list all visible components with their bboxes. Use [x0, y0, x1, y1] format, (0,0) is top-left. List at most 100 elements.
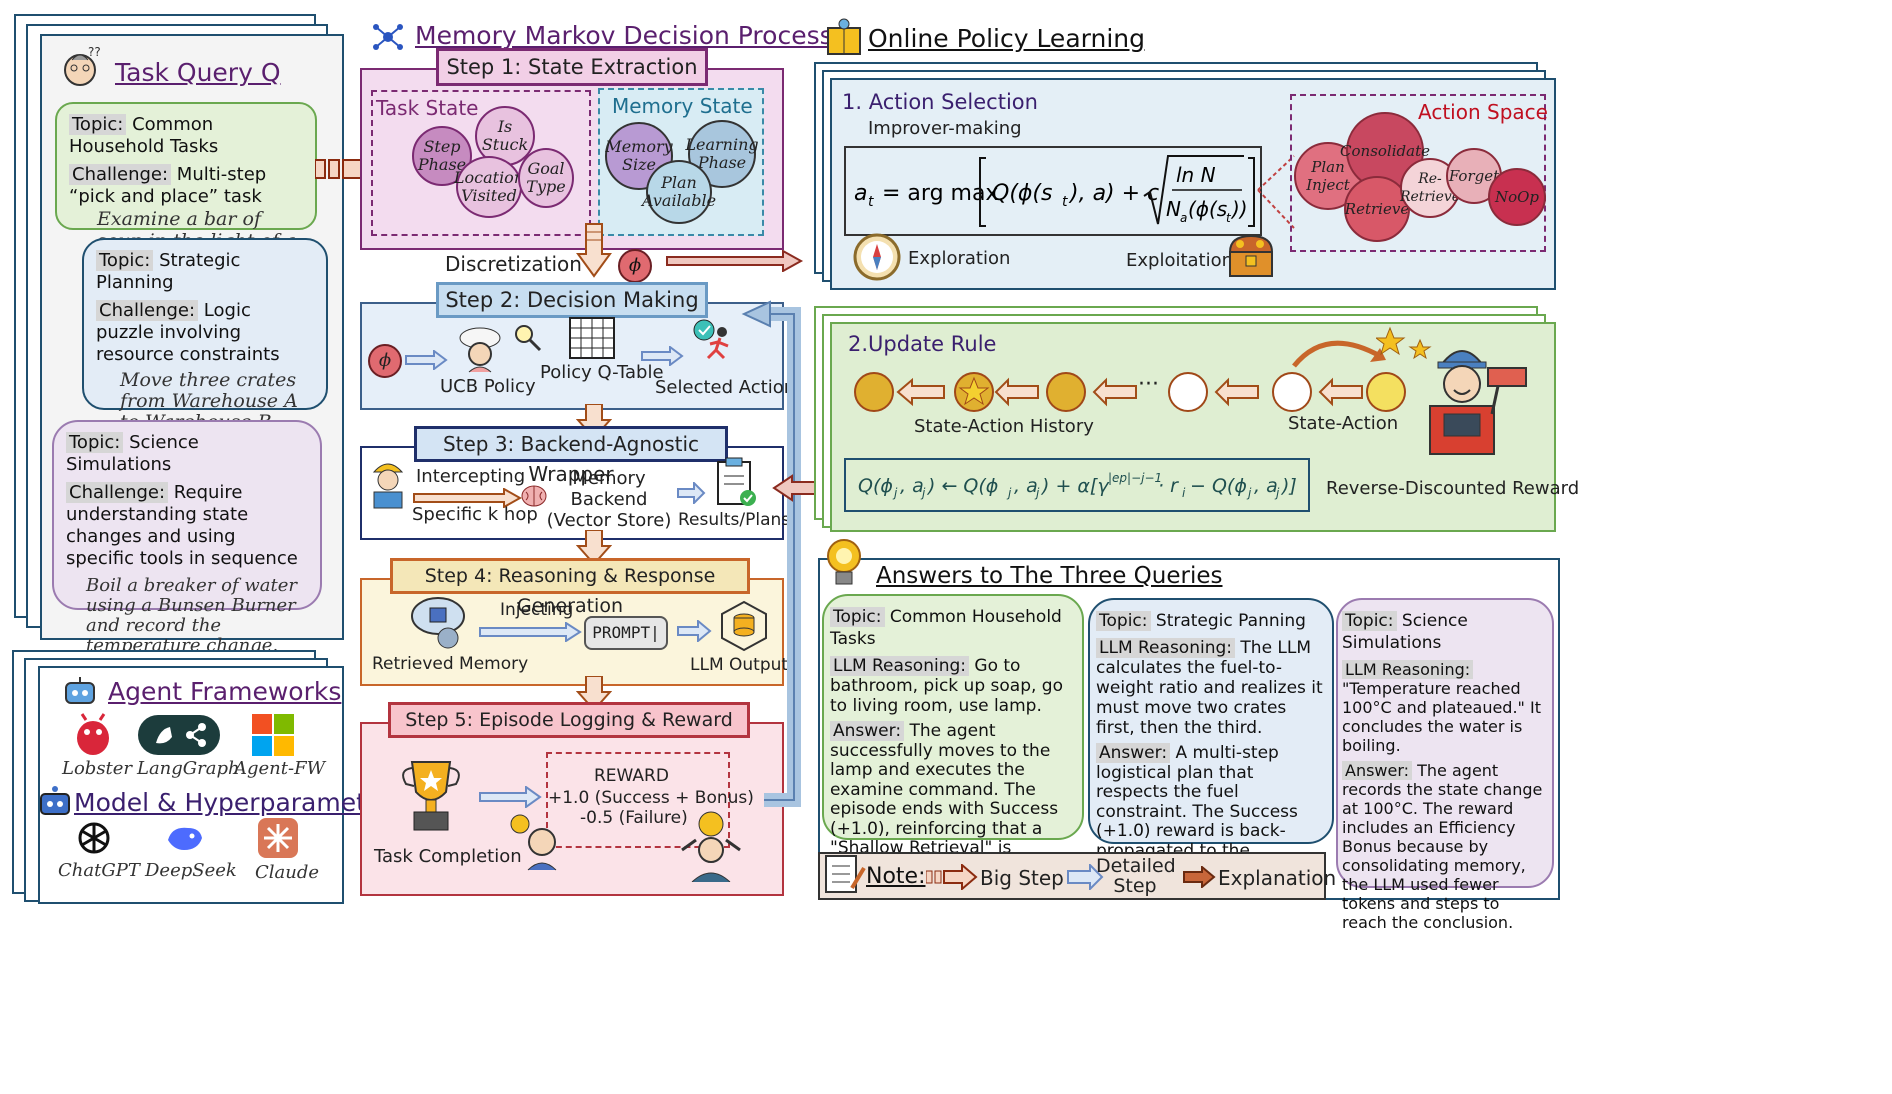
frameworks-panel: [38, 666, 344, 904]
state-action-chain: [850, 360, 1420, 420]
topic-text: Strategic Panning: [1155, 611, 1306, 631]
step1-title: Step 1: State Extraction: [436, 48, 708, 86]
task-state-label: Task State: [376, 96, 479, 120]
running-person-icon: [690, 318, 738, 366]
reward-failure: -0.5 (Failure): [580, 808, 688, 828]
circle-goal-type: Goal Type: [518, 148, 574, 208]
agent-fw-icon: [252, 714, 294, 756]
reasoning-text: Go to bathroom, pick up soap, go to livi…: [830, 656, 1063, 716]
svg-text:t: t: [868, 194, 874, 210]
svg-text:− Q(ϕ: − Q(ϕ: [1190, 475, 1247, 497]
book-icon: [826, 18, 862, 56]
phi-symbol: ϕ: [368, 344, 402, 378]
example-text: Boil a breaker of water using a Bunsen B…: [86, 575, 297, 656]
framework-label-lobster: Lobster: [62, 758, 133, 779]
update-rule-title: 2.Update Rule: [848, 332, 997, 356]
model-label-chatgpt: ChatGPT: [58, 860, 140, 881]
injecting-label: Injecting: [500, 600, 574, 620]
framework-label-agent-fw: Agent-FW: [234, 758, 326, 779]
down-arrow: [576, 220, 612, 280]
svg-text:Q(ϕ: Q(ϕ: [858, 475, 893, 497]
svg-text:· r: · r: [1158, 475, 1179, 497]
note-icon: [822, 850, 866, 896]
down-arrow: [575, 675, 613, 712]
topic-tag: Topic:: [69, 114, 127, 135]
mdp-title: Memory Markov Decision Process: [415, 21, 833, 50]
curved-arrow: [1286, 326, 1396, 372]
action-space-box: [1290, 94, 1546, 252]
star-icon: [1374, 326, 1432, 366]
svg-text:(ϕ(s: (ϕ(s: [1188, 197, 1227, 221]
topic-text: Common Household Tasks: [830, 607, 1062, 649]
funnel-lines: [1256, 150, 1296, 234]
circle-step-phase: Step Phase: [412, 126, 472, 186]
qtable-icon: [568, 316, 616, 360]
arrow-icon: [640, 345, 684, 367]
svg-text:) ← Q(ϕ: ) ← Q(ϕ: [926, 475, 998, 497]
challenge-tag: Challenge:: [66, 482, 169, 503]
svg-text:??: ??: [88, 46, 101, 59]
trophy-icon: [396, 756, 466, 836]
action-space-title: Action Space: [1418, 100, 1548, 124]
celebrating-person-icon: [676, 810, 746, 883]
topic-tag: Topic:: [1342, 611, 1397, 631]
exploration-label: Exploration: [908, 248, 1011, 269]
answers-title: Answers to The Three Queries: [876, 563, 1223, 589]
framework-label-langgraph: LangGraph: [137, 758, 240, 779]
action-noop: NoOp: [1488, 168, 1546, 226]
robot-icon: [62, 675, 98, 711]
answer-tag: Answer:: [830, 721, 905, 741]
explanation-legend: Explanation: [1218, 866, 1337, 890]
reasoning-text: "Temperature reached 100°C and plateaued…: [1342, 679, 1541, 755]
reasoning-tag: LLM Reasoning:: [1096, 638, 1235, 658]
svg-text:, a: , a: [900, 475, 924, 497]
svg-text:i: i: [1182, 486, 1186, 500]
reverse-discounted-label: Reverse-Discounted Reward: [1326, 478, 1580, 499]
challenge-text: Multi-step “pick and place” task: [69, 164, 267, 207]
task-query-title: Task Query Q: [115, 58, 281, 87]
action-selection-title: 1. Action Selection: [842, 90, 1038, 114]
challenge-text: Logic puzzle involving resource constrai…: [96, 300, 280, 365]
topic-tag: Topic:: [66, 432, 124, 453]
action-selection-subtitle: Improver-making: [868, 118, 1022, 139]
svg-text:j: j: [1274, 486, 1280, 500]
down-arrow: [575, 529, 613, 566]
reward-success: +1.0 (Success + Bonus): [548, 788, 754, 808]
claude-icon: [258, 818, 298, 858]
reward-box: [546, 752, 730, 848]
circle-location-visited: Location Visited: [454, 156, 524, 218]
chain-ellipsis: ···: [1138, 372, 1159, 397]
discretization-label: Discretization: [445, 252, 582, 276]
explanation-legend-arrow: [1182, 864, 1216, 890]
svg-text:j: j: [1034, 486, 1040, 500]
circle-learning-phase: Learning Phase: [685, 120, 759, 188]
svg-text:, a: , a: [1014, 475, 1038, 497]
challenge-tag: Challenge:: [69, 164, 172, 185]
svg-text:)): )): [1230, 197, 1248, 221]
lobster-icon: [70, 712, 116, 758]
phi-to-policy-arrow: [665, 249, 805, 273]
deepseek-icon: [164, 818, 206, 858]
detailed-step-legend-arrow: [1066, 862, 1104, 892]
svg-text:|ep|−j−1: |ep|−j−1: [1108, 471, 1162, 485]
model-robot-icon: [38, 784, 72, 818]
worker-icon: [366, 454, 410, 510]
memory-backend-label: Memory Backend (Vector Store): [546, 468, 672, 531]
chatgpt-icon: [74, 818, 114, 858]
ucb-policy-icon: [455, 324, 505, 374]
big-step-legend-arrow: [925, 862, 978, 892]
online-title: Online Policy Learning: [868, 24, 1145, 53]
magnifier-icon: [512, 322, 542, 352]
answer-tag: Answer:: [1096, 743, 1171, 763]
svg-text:a: a: [854, 181, 867, 206]
arrow-icon: [478, 621, 582, 643]
topic-text: Science Simulations: [1342, 611, 1468, 653]
retrieved-memory-label: Retrieved Memory: [372, 654, 529, 674]
svg-text:) + α[γ: ) + α[γ: [1040, 475, 1110, 497]
arrow-icon: [404, 349, 448, 371]
feedback-loop-arrow: [734, 300, 814, 810]
lightbulb-icon: [822, 534, 866, 590]
svg-text:j: j: [1006, 486, 1012, 500]
arrow-icon: [676, 480, 706, 506]
reasoning-tag: LLM Reasoning:: [1342, 660, 1474, 679]
